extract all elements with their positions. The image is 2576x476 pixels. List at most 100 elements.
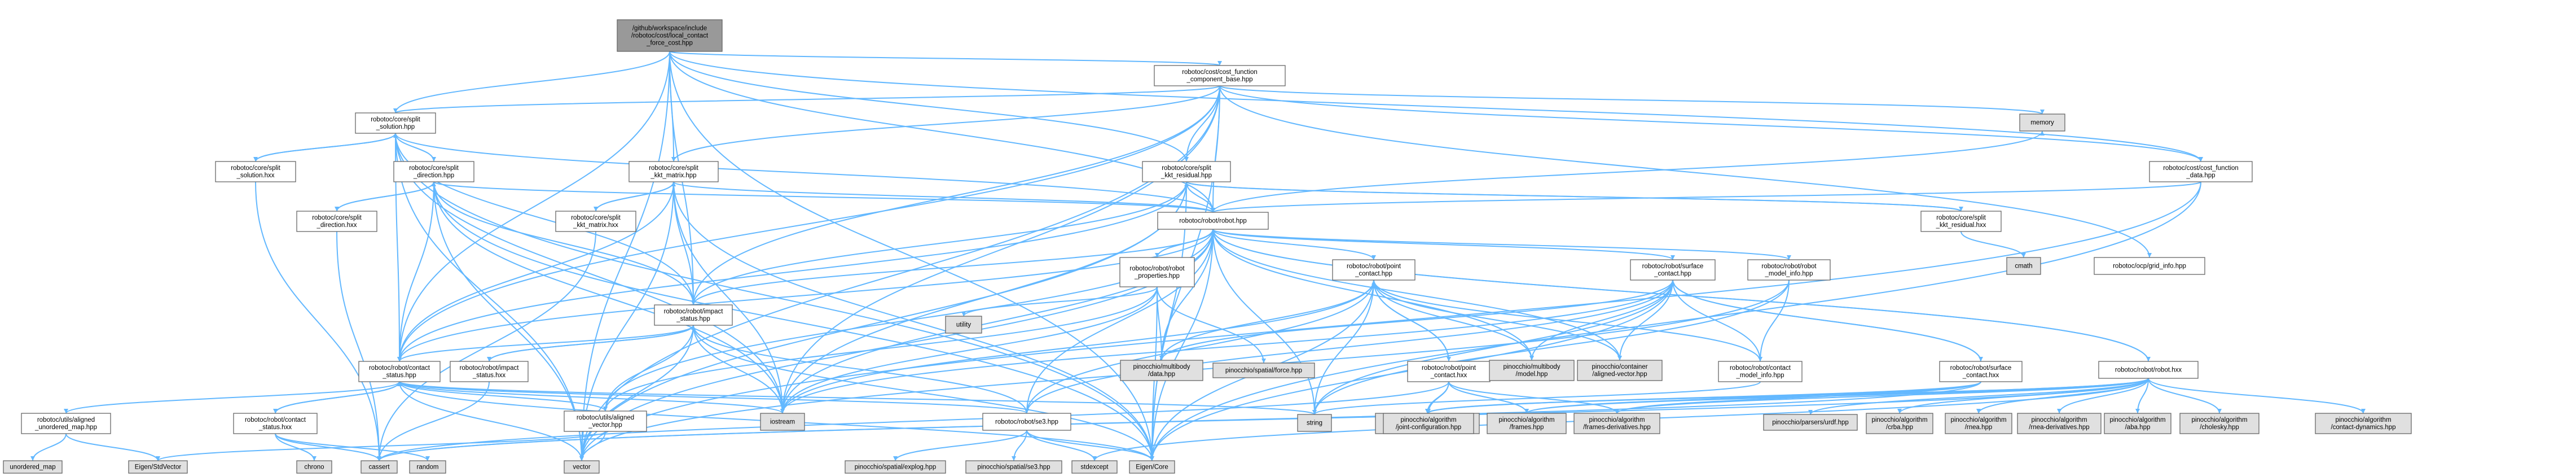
edge-cfd-to-eigen_core (1151, 181, 2201, 461)
node-split_dir_hxx[interactable]: robotoc/core/split_direction.hxx (296, 211, 377, 232)
node-pin_model: pinocchio/multibody/model.hpp (1489, 360, 1575, 381)
edge-root-to-contact_status (399, 51, 670, 362)
edge-arrowhead (2057, 409, 2061, 413)
node-se3[interactable]: robotoc/robot/se3.hpp (982, 413, 1071, 431)
node-box (2094, 257, 2205, 275)
node-label-line: _direction.hpp (413, 172, 454, 179)
node-label-line: _vector.hpp (588, 422, 622, 429)
node-label-line: robotoc/robot/point (1347, 263, 1401, 270)
node-robot_hxx[interactable]: robotoc/robot/robot.hxx (2098, 361, 2199, 379)
edge-arrowhead (2217, 409, 2222, 413)
node-box (760, 413, 805, 431)
edge-impact_status-to-vector (581, 325, 694, 461)
node-string: string (1297, 414, 1332, 432)
node-contact_status_hxx[interactable]: robotoc/robot/contact_status.hxx (233, 413, 318, 434)
edge-arrowhead (1371, 280, 1376, 285)
edge-cfd-to-vector (581, 181, 2201, 461)
node-box (233, 413, 318, 434)
edge-surface_contact-to-pin_data (1161, 280, 1673, 361)
edge-arrowhead (397, 357, 402, 361)
node-split_sol[interactable]: robotoc/core/split_solution.hpp (355, 112, 436, 134)
node-stdexcept: stdexcept (1071, 460, 1118, 474)
node-label-line: random (417, 464, 439, 471)
edge-root-to-kkt_residual (669, 51, 1187, 162)
dependency-edges (30, 51, 2366, 461)
node-label-line: robotoc/robot/contact (245, 417, 306, 423)
edge-surface_contact-to-string (1314, 280, 1673, 415)
edge-arrowhead (1524, 409, 1529, 413)
node-label-line: robotoc/core/split (371, 116, 420, 123)
node-kkt_residual[interactable]: robotoc/core/split_kkt_residual.hpp (1142, 161, 1231, 182)
node-aligned_umap[interactable]: robotoc/utils/aligned_unordered_map.hpp (21, 413, 111, 434)
edge-kkt_residual_hxx-to-cmath (1960, 231, 2024, 258)
node-box (2179, 413, 2260, 434)
node-box (945, 316, 982, 334)
node-robot[interactable]: robotoc/robot/robot.hpp (1157, 212, 1269, 230)
node-kkt_matrix_hxx[interactable]: robotoc/core/split_kkt_matrix.hxx (555, 211, 636, 232)
node-box (355, 112, 436, 134)
node-box (409, 460, 446, 474)
node-label-line: _kkt_matrix.hpp (650, 172, 696, 179)
edge-root-to-cfd (669, 51, 2201, 162)
edge-root-to-robot (669, 51, 1214, 213)
node-split_sol_hxx[interactable]: robotoc/core/split_solution.hxx (215, 161, 296, 182)
edge-point_contact_hxx-to-frames_deriv (1448, 381, 1617, 414)
edge-se3-to-eigen_core (1026, 430, 1153, 461)
edge-arrowhead (273, 409, 278, 413)
edge-contact_status-to-utils_aligned_vector (399, 381, 606, 412)
node-box (128, 460, 188, 474)
node-contact_status[interactable]: robotoc/robot/contact_status.hpp (358, 361, 441, 382)
node-label-line: /robotoc/cost/local_contact (631, 33, 709, 40)
node-label-line: /rnea-derivatives.hpp (2029, 424, 2089, 431)
edge-kkt_residual-to-impact_status (693, 181, 1187, 305)
edge-impact_status-to-se3 (693, 325, 1027, 414)
node-model_info[interactable]: robotoc/robot/robot_model_info.hpp (1747, 259, 1831, 281)
node-box (296, 460, 332, 474)
node-label-line: _force_cost.hpp (646, 40, 693, 47)
edge-arrowhead (393, 108, 398, 113)
node-label-line: robotoc/robot/se3.hpp (995, 419, 1058, 426)
node-cfd[interactable]: robotoc/cost/cost_function_data.hpp (2149, 161, 2253, 182)
node-surface_contact[interactable]: robotoc/robot/surface_contact.hpp (1630, 259, 1716, 281)
edge-split_dir-to-eigen_core (433, 181, 1153, 461)
node-point_contact_hxx[interactable]: robotoc/robot/point_contact.hxx (1407, 361, 1491, 382)
edge-arrowhead (1155, 253, 1159, 257)
node-label-line: robotoc/robot/point (1422, 365, 1476, 372)
node-kkt_matrix[interactable]: robotoc/core/split_kkt_matrix.hpp (628, 161, 719, 182)
node-robot_props[interactable]: robotoc/robot/robot_properties.hpp (1119, 257, 1195, 287)
edge-robot-to-memory (1212, 130, 2043, 213)
node-kkt_residual_hxx[interactable]: robotoc/core/split_kkt_residual.hxx (1920, 211, 2002, 232)
node-point_contact[interactable]: robotoc/robot/point_contact.hpp (1332, 259, 1416, 281)
node-label-line: _status.hxx (472, 372, 505, 379)
node-chrono: chrono (296, 460, 332, 474)
edge-robot_hxx-to-frames_deriv (1616, 378, 2149, 414)
edge-arrowhead (2021, 253, 2026, 257)
node-box (1120, 360, 1203, 381)
edge-arrowhead (961, 312, 966, 316)
edge-root-to-eigen_core (669, 51, 1153, 461)
node-pin_data: pinocchio/multibody/data.hpp (1120, 360, 1203, 381)
node-root[interactable]: /github/workspace/include/robotoc/cost/l… (617, 19, 723, 52)
node-label-line: robotoc/robot/impact (664, 308, 724, 315)
edge-surface_contact_hxx-to-frames (1526, 381, 1981, 414)
node-grid_info[interactable]: robotoc/ocp/grid_info.hpp (2094, 257, 2205, 275)
node-utils_aligned_vector[interactable]: robotoc/utils/aligned_vector.hpp (564, 411, 647, 432)
edge-kkt_residual_hxx-to-kkt_residual (1186, 181, 1962, 212)
node-surface_contact_hxx[interactable]: robotoc/robot/surface_contact.hxx (1939, 361, 2023, 382)
node-contact_model_info[interactable]: robotoc/robot/contact_model_info.hpp (1718, 361, 1803, 382)
edge-ccb-to-cfd (1219, 85, 2201, 162)
edge-utils_aligned_vector-to-eigen_std (157, 431, 606, 461)
node-label-line: robotoc/robot/robot.hxx (2115, 367, 2182, 374)
node-impact_status_hxx[interactable]: robotoc/robot/impact_status.hxx (450, 361, 529, 382)
node-split_dir[interactable]: robotoc/core/split_direction.hpp (393, 161, 474, 182)
node-label-line: _properties.hpp (1134, 273, 1180, 280)
node-label-line: chrono (304, 464, 324, 471)
node-box (1763, 414, 1858, 431)
node-ccb[interactable]: robotoc/cost/cost_function_component_bas… (1154, 65, 1286, 86)
node-crba: pinocchio/algorithm/crba.hpp (1866, 413, 1933, 434)
edge-arrowhead (393, 133, 398, 138)
node-box (1630, 259, 1716, 281)
edge-split_sol-to-eigen_core (395, 133, 1153, 461)
node-impact_status[interactable]: robotoc/robot/impact_status.hpp (654, 304, 733, 326)
node-label-line: pinocchio/spatial/force.hpp (1225, 368, 1302, 374)
